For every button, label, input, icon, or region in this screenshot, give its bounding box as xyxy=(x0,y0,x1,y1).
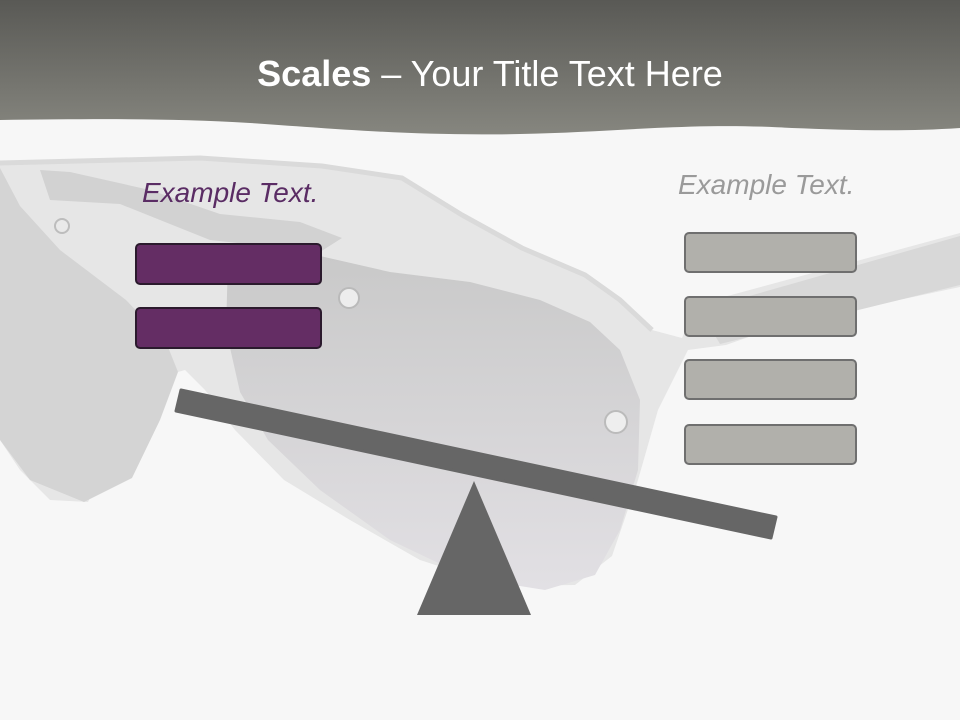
seesaw-icon xyxy=(174,388,778,615)
purple-text-box[interactable] xyxy=(135,243,322,285)
title-bold-text: Scales xyxy=(257,53,372,94)
right-heading: Example Text. xyxy=(678,169,855,200)
gray-text-box[interactable] xyxy=(684,232,857,273)
gray-text-box[interactable] xyxy=(684,424,857,465)
gray-text-box[interactable] xyxy=(684,296,857,337)
title-main-text: – Your Title Text Here xyxy=(371,53,723,94)
left-heading: Example Text. xyxy=(142,177,319,208)
purple-text-box[interactable] xyxy=(135,307,322,349)
slide-title: Scales – Your Title Text Here xyxy=(0,52,960,96)
gray-text-box[interactable] xyxy=(684,359,857,400)
title-band xyxy=(0,0,960,135)
